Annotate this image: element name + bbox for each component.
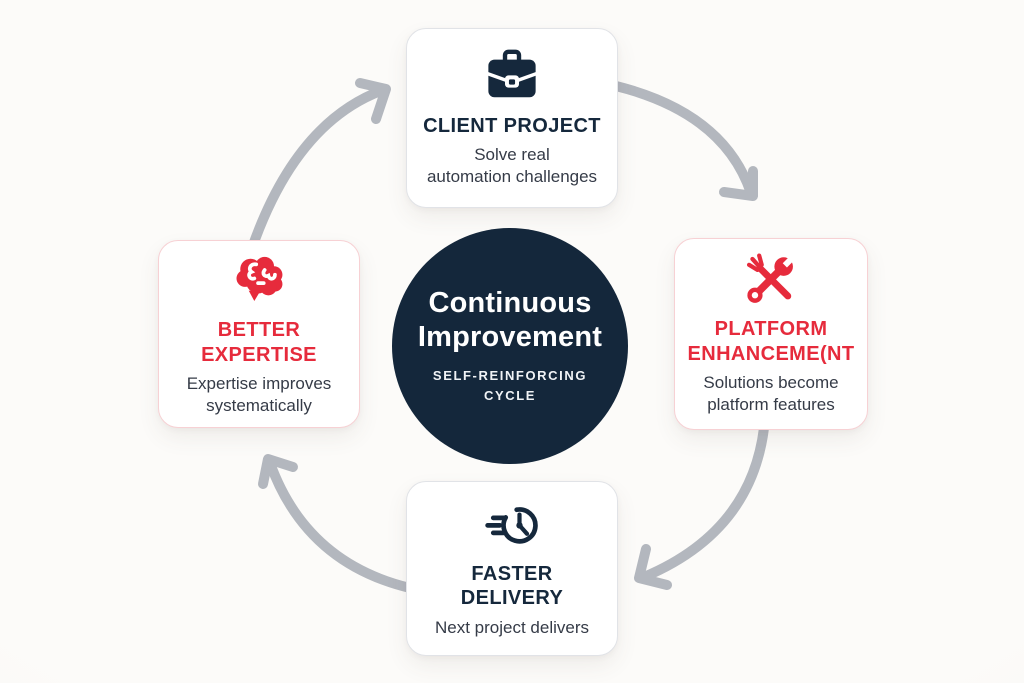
card-title: PLATFORM ENHANCEME(NT xyxy=(687,318,855,365)
card-title: FASTER DELIVERY xyxy=(460,562,564,610)
card-description: Solve real automation challenges xyxy=(426,144,598,186)
tools-icon xyxy=(744,252,798,308)
card-title: CLIENT PROJECT xyxy=(423,114,601,137)
briefcase-icon xyxy=(484,49,540,105)
card-faster-delivery: FASTER DELIVERY Next project delivers xyxy=(406,481,618,656)
card-description: Next project delivers xyxy=(434,617,589,637)
brain-icon xyxy=(229,251,289,309)
speed-clock-icon xyxy=(482,499,542,553)
card-client-project: CLIENT PROJECT Solve real automation cha… xyxy=(406,28,618,208)
arrow-top-to-right xyxy=(611,81,758,201)
cycle-title: Continuous Improvement xyxy=(417,286,603,353)
card-better-expertise: BETTER EXPERTISE Expertise improves syst… xyxy=(158,240,360,428)
arrow-right-to-bottom xyxy=(634,423,769,590)
card-description: Expertise improves systematically xyxy=(186,374,332,415)
card-title: BETTER EXPERTISE xyxy=(201,319,317,366)
arrow-left-to-top xyxy=(247,78,391,253)
card-platform-enhancement: PLATFORM ENHANCEME(NT Solutions become p… xyxy=(674,238,868,430)
center-cycle-badge: Continuous Improvement SELF-REINFORCING … xyxy=(392,228,628,464)
card-description: Solutions become platform features xyxy=(703,373,839,414)
cycle-subtitle: SELF-REINFORCING CYCLE xyxy=(432,368,588,404)
arrow-bottom-to-left xyxy=(258,454,415,593)
